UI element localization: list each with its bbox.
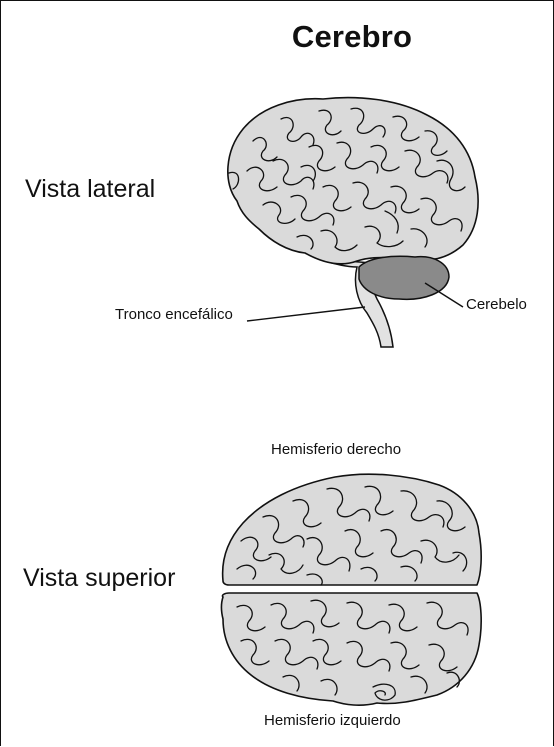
right-hemisphere-gyri [236,485,468,586]
right-hemisphere [221,473,482,586]
diagram-title: Cerebro [291,19,413,54]
left-hemisphere [220,592,482,706]
lateral-view-brain [227,96,479,348]
left-hemisphere-gyri [236,599,469,701]
brainstem-label: Tronco encefálico [115,306,233,323]
lateral-gyri [228,107,466,252]
cerebellum-label: Cerebelo [466,296,527,313]
superior-view-label: Vista superior [23,564,176,592]
cerebellum-leader-line [424,282,464,308]
cerebrum-lateral-shape [227,96,479,265]
left-hemisphere-label: Hemisferio izquierdo [264,712,401,729]
lateral-view-label: Vista lateral [25,175,156,203]
right-hemisphere-label: Hemisferio derecho [271,441,402,458]
left-hemisphere-shape [220,592,482,706]
cerebellum-shape [358,255,450,301]
brainstem-leader-line [246,306,366,322]
